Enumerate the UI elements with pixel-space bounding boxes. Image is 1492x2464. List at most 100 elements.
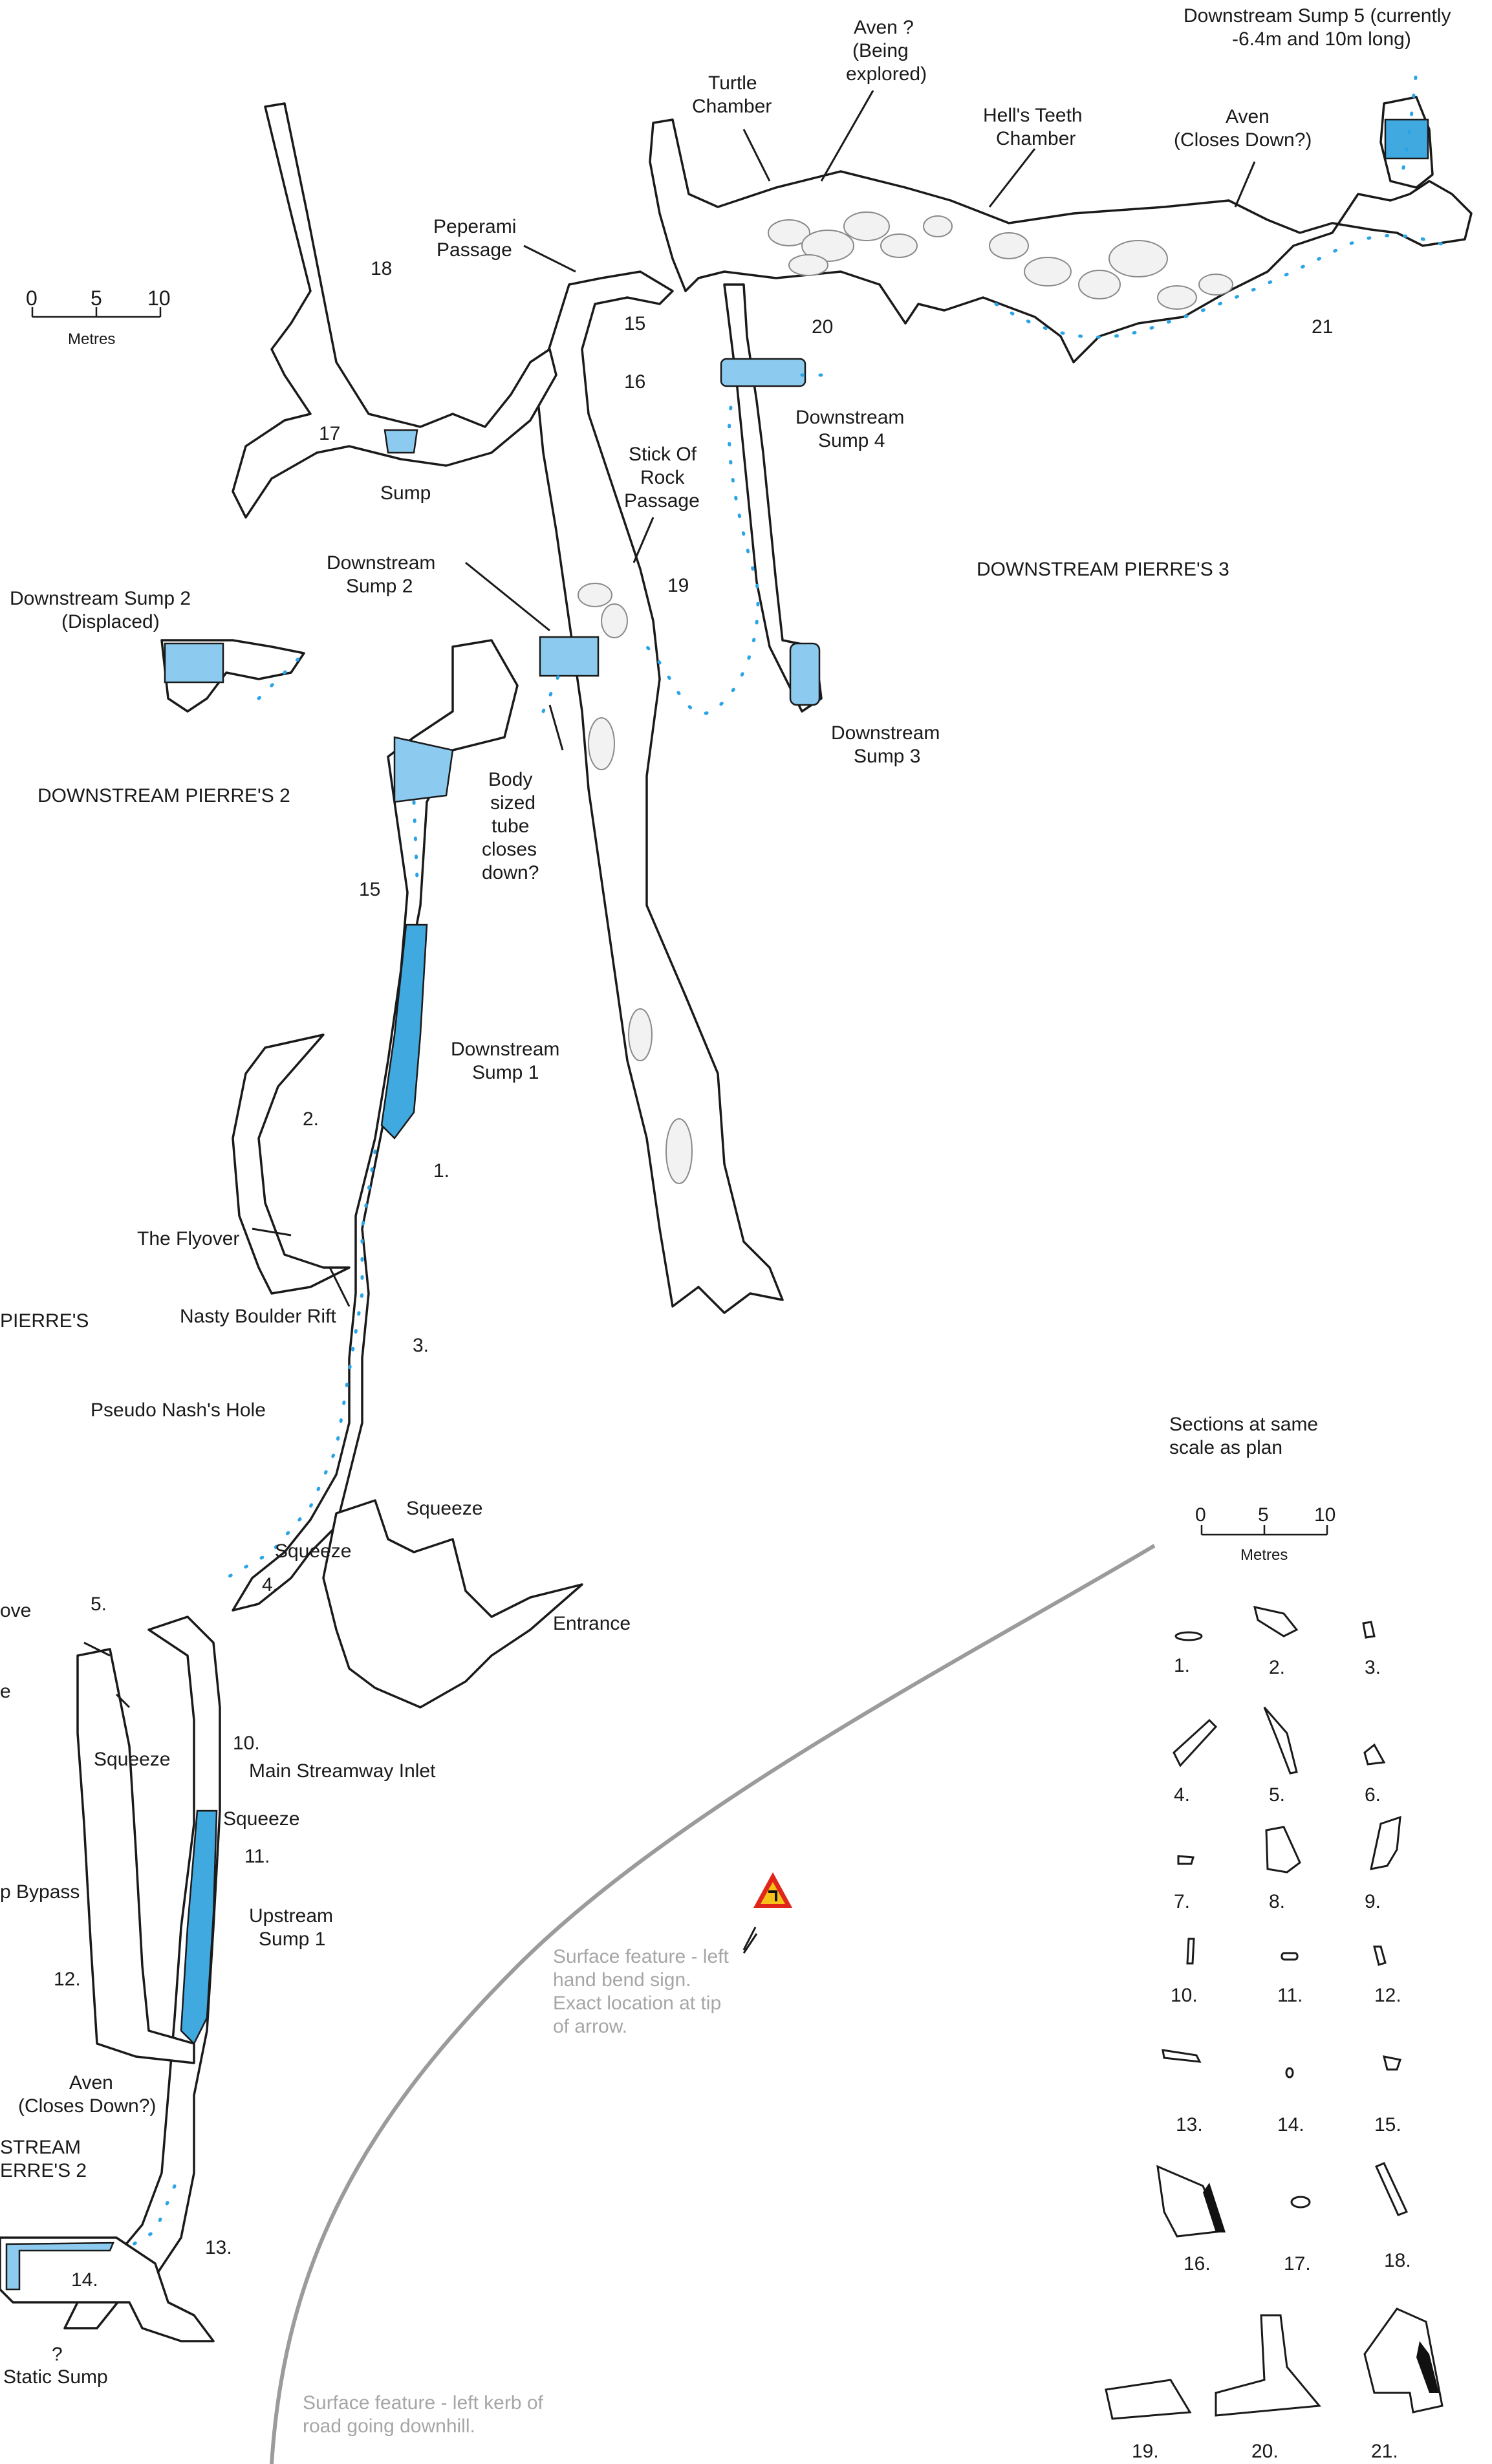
label-sump-2-2: Sump 2 <box>346 576 413 597</box>
scale-tick-0: 0 <box>26 286 38 310</box>
label-sump-2-displaced-2: (Displaced) <box>61 611 160 632</box>
boulder-field-trunk <box>578 583 693 1184</box>
label-sump: Sump <box>380 482 431 504</box>
station-4: 4. <box>262 1574 278 1595</box>
svg-text:1.: 1. <box>1174 1655 1190 1676</box>
label-sump-3-2: Sump 3 <box>854 746 920 767</box>
svg-text:2.: 2. <box>1269 1657 1285 1678</box>
label-static-sump: Static Sump <box>3 2366 108 2388</box>
svg-text:3.: 3. <box>1365 1657 1381 1678</box>
left-bend-warning-sign-icon <box>753 1872 792 1908</box>
svg-text:12.: 12. <box>1374 1985 1401 2006</box>
label-sump-5-1: Downstream Sump 5 (currently <box>1184 5 1451 27</box>
svg-text:Surface feature - left kerb of: Surface feature - left kerb of <box>303 2392 544 2414</box>
svg-text:6.: 6. <box>1365 1784 1381 1806</box>
label-ove: ove <box>0 1600 31 1621</box>
water-sump-5 <box>1384 118 1429 160</box>
svg-text:10.: 10. <box>1171 1985 1198 2006</box>
label-body-tube-4: closes <box>482 839 537 860</box>
label-stream-erres-2: ERRE'S 2 <box>0 2160 87 2181</box>
label-sump-4-1: Downstream <box>795 407 904 428</box>
label-sump-3-1: Downstream <box>831 722 940 744</box>
label-sump-2-1: Downstream <box>327 552 435 574</box>
passage-static-sump <box>0 2236 215 2342</box>
svg-text:hand bend sign.: hand bend sign. <box>553 1969 691 1991</box>
road-kerb-line <box>270 1544 1156 2464</box>
station-21: 21 <box>1312 316 1333 338</box>
sections-title-1: Sections at same <box>1169 1414 1318 1435</box>
label-sump-2-displaced-1: Downstream Sump 2 <box>10 588 191 609</box>
svg-text:17.: 17. <box>1284 2253 1311 2275</box>
station-2: 2. <box>303 1108 319 1130</box>
label-peperami-2: Passage <box>437 239 512 261</box>
passage-bypass <box>76 1648 195 2064</box>
station-15-top: 15 <box>624 313 645 334</box>
label-downstream-pierres-3: DOWNSTREAM PIERRE'S 3 <box>977 559 1229 580</box>
label-upstream-sump-1-1: Upstream <box>249 1905 333 1927</box>
label-aven-bottom-1: Aven <box>69 2072 113 2093</box>
water-sump-left <box>384 429 418 454</box>
svg-text:21.: 21. <box>1371 2441 1398 2462</box>
svg-text:16.: 16. <box>1184 2253 1211 2275</box>
label-aven-explored-1: Aven ? <box>854 17 914 38</box>
label-pseudo-nash: Pseudo Nash's Hole <box>91 1400 266 1421</box>
svg-text:0: 0 <box>1195 1504 1206 1526</box>
label-turtle-2: Chamber <box>692 96 772 117</box>
water-static-sump <box>5 2242 114 2291</box>
sections-title-2: scale as plan <box>1169 1437 1282 1458</box>
label-turtle-1: Turtle <box>708 72 757 94</box>
passage-entrance <box>322 1499 583 1709</box>
svg-text:8.: 8. <box>1269 1891 1285 1912</box>
passage-turtle-hells-teeth <box>649 118 1473 363</box>
svg-text:4.: 4. <box>1174 1784 1190 1806</box>
water-upstream-sump-1 <box>180 1810 218 2046</box>
station-12: 12. <box>54 1969 81 1990</box>
station-16: 16 <box>624 371 645 393</box>
label-body-tube-2: sized <box>490 792 535 814</box>
label-nasty-boulder: Nasty Boulder Rift <box>180 1306 336 1327</box>
svg-text:11.: 11. <box>1277 1985 1303 2006</box>
passage-upstream <box>63 1616 221 2329</box>
svg-text:of arrow.: of arrow. <box>553 2016 627 2037</box>
scale-bar: 0 5 10 Metres <box>26 286 171 348</box>
station-5: 5. <box>91 1594 107 1615</box>
svg-text:5.: 5. <box>1269 1784 1285 1806</box>
label-entrance: Entrance <box>553 1613 631 1634</box>
label-stream-erres-1: STREAM <box>0 2137 81 2158</box>
station-14: 14. <box>71 2269 98 2291</box>
boulder-field-hells-teeth <box>989 232 1233 310</box>
label-aven-top-1: Aven <box>1226 106 1270 127</box>
label-body-tube-1: Body <box>488 769 532 790</box>
label-upstream-sump-1-2: Sump 1 <box>259 1929 325 1950</box>
station-15-mid: 15 <box>359 879 380 900</box>
label-e: e <box>0 1681 11 1702</box>
label-aven-top-2: (Closes Down?) <box>1174 129 1312 151</box>
svg-text:9.: 9. <box>1365 1891 1381 1912</box>
label-squeeze-2: Squeeze <box>275 1540 351 1562</box>
station-17: 17 <box>319 423 340 444</box>
label-flyover: The Flyover <box>137 1228 239 1249</box>
svg-text:15.: 15. <box>1374 2114 1401 2135</box>
svg-text:Exact location at tip: Exact location at tip <box>553 1993 721 2014</box>
flow-arrows <box>121 69 1451 2253</box>
station-20: 20 <box>812 316 833 338</box>
scale-tick-10: 10 <box>147 286 171 310</box>
station-18: 18 <box>371 258 392 279</box>
svg-text:5: 5 <box>1258 1504 1269 1526</box>
passage-left-branch <box>232 102 557 519</box>
svg-text:20.: 20. <box>1251 2441 1279 2462</box>
station-3: 3. <box>413 1335 429 1356</box>
label-sump-1-1: Downstream <box>451 1039 559 1060</box>
plan-station-numbers: 18 17 15 16 20 21 19 15 2. 1. 3. 4. 5. 1… <box>54 258 1333 2291</box>
label-bypass: p Bypass <box>0 1881 80 1903</box>
label-squeeze-1: Squeeze <box>406 1498 482 1519</box>
water-downstream-sump-2 <box>393 736 454 803</box>
svg-text:18.: 18. <box>1384 2250 1411 2271</box>
passage-sump-4-sump-3 <box>723 283 823 713</box>
station-13: 13. <box>205 2237 232 2258</box>
scale-tick-5: 5 <box>91 286 102 310</box>
label-question: ? <box>52 2344 63 2365</box>
svg-text:13.: 13. <box>1176 2114 1203 2135</box>
label-main-streamway: Main Streamway Inlet <box>249 1760 436 1782</box>
